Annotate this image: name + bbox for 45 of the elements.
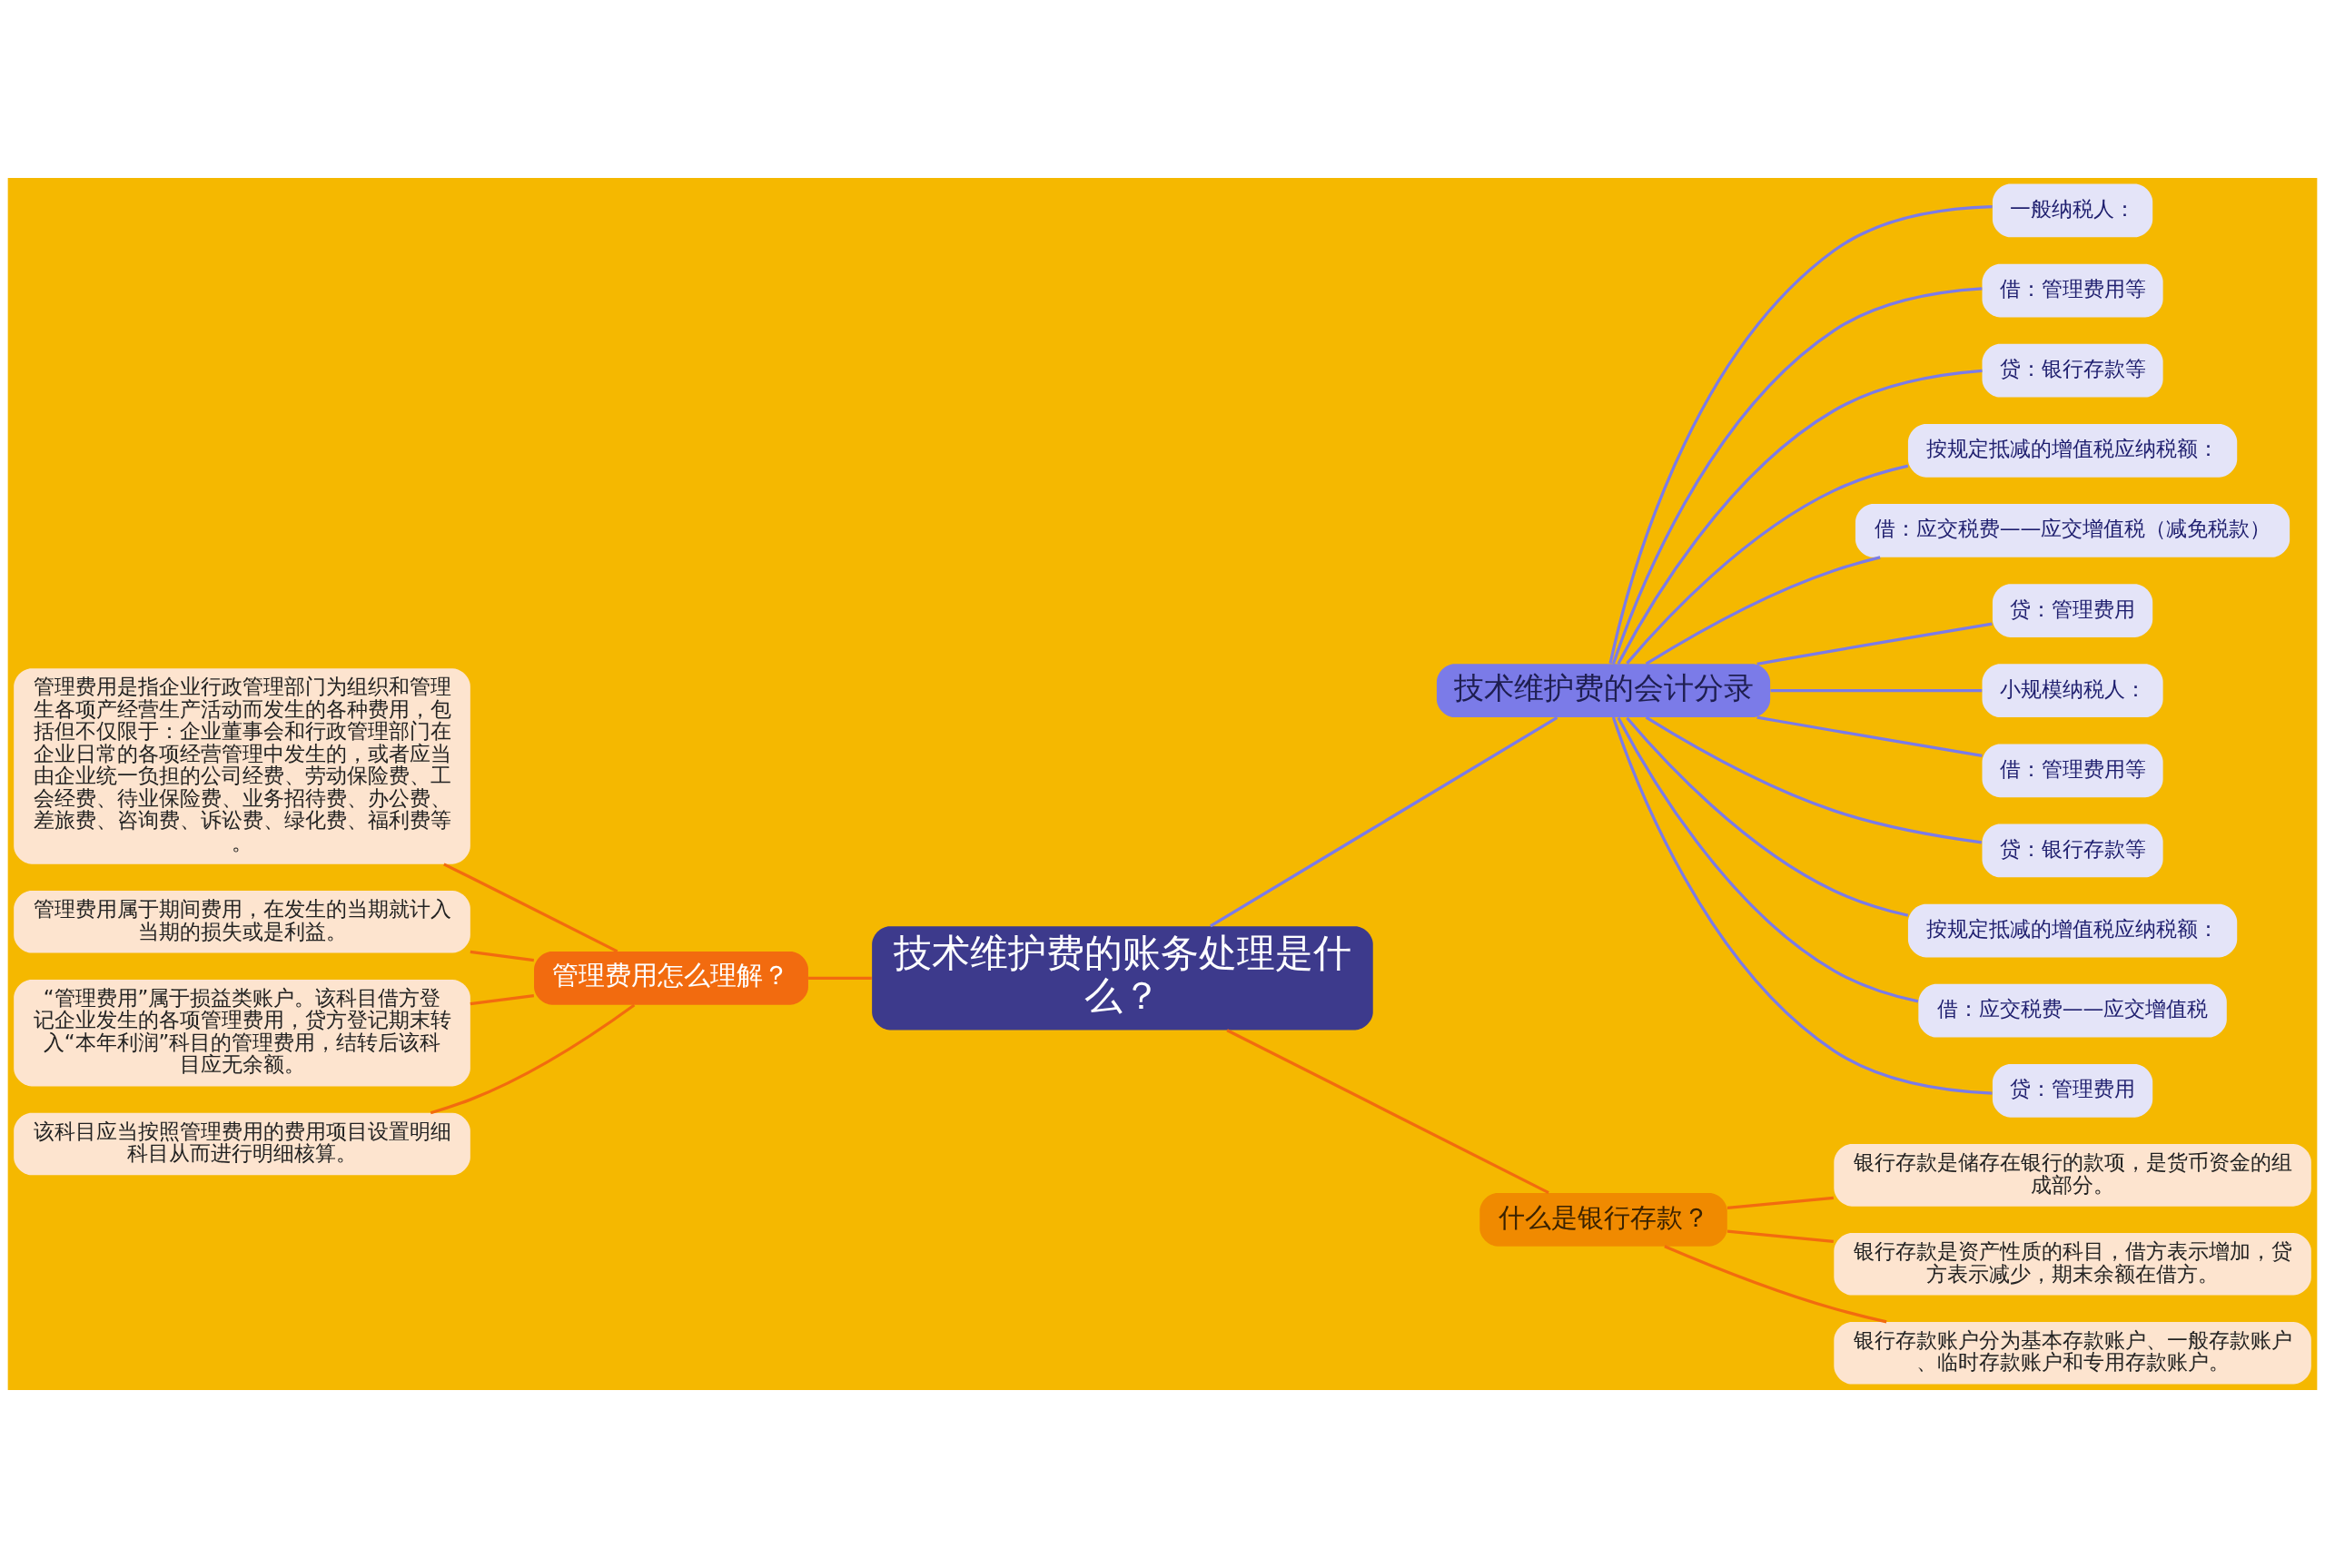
node-box: 借：管理费用等	[1982, 744, 2163, 798]
node-box: 银行存款是储存在银行的款项，是货币资金的组成部分。	[1834, 1144, 2311, 1207]
connector	[1611, 287, 1983, 665]
node-box: 该科目应当按照管理费用的费用项目设置明细科目从而进行明细核算。	[14, 1112, 470, 1176]
connector	[470, 950, 535, 962]
node-box: 借：应交税费——应交增值税（减免税款）	[1855, 504, 2290, 557]
connector	[430, 1003, 636, 1115]
connector	[1626, 716, 1909, 917]
node-box: 管理费用怎么理解？	[534, 951, 808, 1005]
node-box: 按规定抵减的增值税应纳税额：	[1907, 423, 2238, 478]
connector	[1608, 205, 1993, 665]
connector	[808, 976, 872, 980]
node-box: 贷：管理费用	[1992, 1063, 2153, 1118]
node-box: 贷：银行存款等	[1982, 343, 2163, 398]
connector	[1770, 689, 1983, 693]
node-box: 一般纳税人：	[1992, 183, 2153, 238]
connector	[1664, 1245, 1887, 1324]
connector	[1611, 716, 1993, 1095]
connector	[1726, 1229, 1834, 1243]
connector	[443, 863, 618, 953]
node-box: 贷：管理费用	[1992, 584, 2153, 637]
node-box: 技术维护费的会计分录	[1436, 664, 1771, 718]
connector	[1645, 556, 1881, 666]
node-box: 银行存款账户分为基本存款账户、一般存款账户、临时存款账户和专用存款账户。	[1834, 1321, 2311, 1385]
node-box: 借：管理费用等	[1982, 263, 2163, 318]
connector	[1617, 716, 1919, 1003]
connector	[1726, 1196, 1834, 1210]
node-box: 小规模纳税人：	[1982, 664, 2163, 718]
node-box: 什么是银行存款？	[1479, 1192, 1727, 1247]
node-box: “管理费用”属于损益类账户。该科目借方登记企业发生的各项管理费用，贷方登记期末转入“本年利润”科目的管理费用，结转后该科目应无余额。	[14, 979, 470, 1087]
node-box: 银行存款是资产性质的科目，借方表示增加，贷方表示减少，期末余额在借方。	[1834, 1233, 2311, 1296]
connector	[1756, 622, 1993, 666]
node-box: 管理费用是指企业行政管理部门为组织和管理生各项产经营生产活动而发生的各种费用，包括但不仅限于：企业董事会和行政管理部门在企业日常的各项经营管理中发生的，或者应当由企业统一负担的公司经费、劳动保险费、工会经费、待业保险费、业务招待费、办公费、差旅费、咨询费、诉讼费、绿化费、福利费等。	[14, 668, 470, 864]
connector	[1756, 715, 1983, 757]
node-box: 贷：银行存款等	[1982, 823, 2163, 878]
connector	[470, 993, 534, 1006]
connector	[1645, 715, 1983, 844]
node-box: 技术维护费的账务处理是什么？	[872, 926, 1373, 1031]
connector	[1617, 369, 1983, 665]
node-box: 借：应交税费——应交增值税	[1918, 983, 2227, 1038]
node-box: 管理费用属于期间费用，在发生的当期就计入当期的损失或是利益。	[14, 891, 470, 953]
connector	[1226, 1029, 1549, 1195]
node-box: 按规定抵减的增值税应纳税额：	[1907, 903, 2238, 958]
connector	[1210, 716, 1558, 928]
connector	[1626, 464, 1909, 665]
